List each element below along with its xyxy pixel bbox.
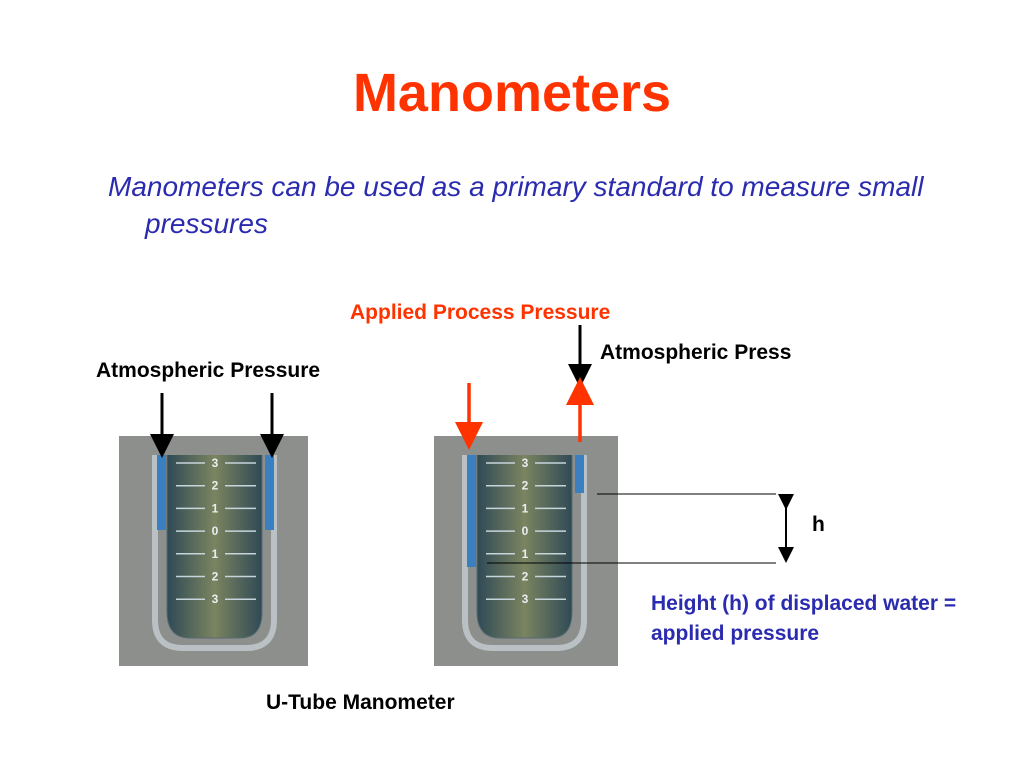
slide-title: Manometers: [352, 63, 672, 123]
figure-caption: U-Tube Manometer: [266, 691, 455, 714]
left-tube-body: [166, 455, 263, 639]
scale-label: 3: [212, 592, 219, 606]
scale-label: 1: [212, 547, 219, 561]
scale-label: 1: [522, 501, 529, 515]
left-scale: 3 2 1 0 1 2 3: [176, 456, 256, 606]
applied-pressure-label: Applied Process Pressure: [350, 301, 611, 324]
scale-label: 1: [522, 547, 529, 561]
height-h-label: h: [812, 513, 825, 536]
scale-label: 0: [522, 524, 529, 538]
left-liquid-left: [157, 455, 166, 530]
slide-subtitle: Manometers can be used as a primary stan…: [108, 171, 924, 239]
left-tube-outline: [152, 455, 277, 651]
right-liquid-right: [575, 455, 584, 493]
atmospheric-pressure-label-right: Atmospheric Press: [600, 341, 792, 364]
height-note-label: Height (h) of displaced water = applied …: [651, 592, 957, 645]
left-liquid-right: [265, 455, 274, 530]
scale-label: 0: [212, 524, 219, 538]
scale-label: 3: [522, 456, 529, 470]
left-manometer: 3 2 1 0 1 2 3: [119, 436, 308, 666]
scale-label: 2: [212, 570, 219, 584]
scale-label: 1: [212, 501, 219, 515]
scale-label: 3: [212, 456, 219, 470]
right-scale: 3 2 1 0 1 2 3: [486, 456, 566, 606]
scale-label: 2: [212, 479, 219, 493]
atmospheric-pressure-label-left: Atmospheric Pressure: [96, 359, 321, 382]
right-liquid-left: [467, 455, 476, 567]
scale-label: 2: [522, 479, 529, 493]
right-tube-body: [476, 455, 573, 639]
scale-label: 2: [522, 570, 529, 584]
right-manometer: 3 2 1 0 1 2 3: [434, 436, 618, 666]
right-tube-outline: [462, 455, 587, 651]
scale-label: 3: [522, 592, 529, 606]
